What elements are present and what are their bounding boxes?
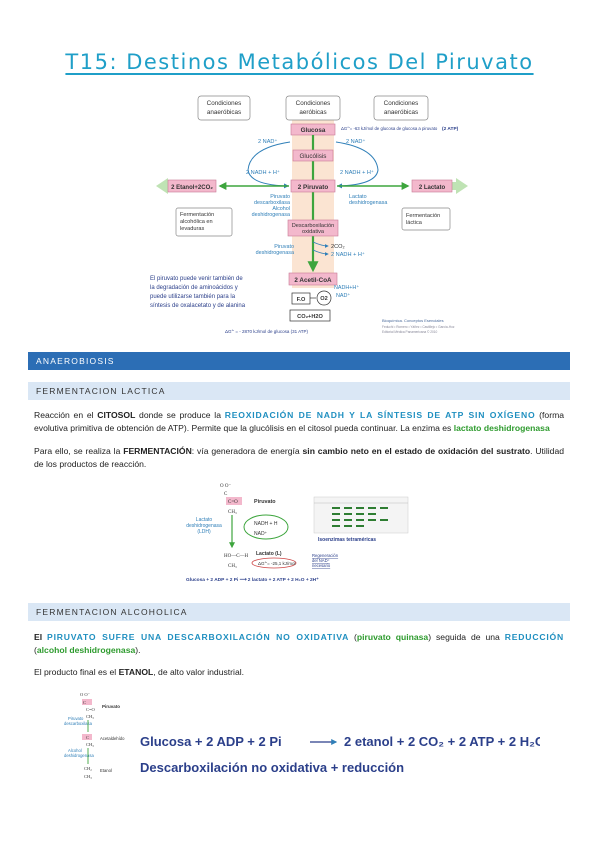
svg-text:C: C: [83, 700, 86, 705]
glucosa-label: Glucosa: [301, 127, 326, 134]
source-3: Editorial Médica Panamericana © 2010: [382, 330, 438, 334]
etanol-box: 2 Etanol+2CO₂: [171, 185, 213, 191]
cond-anaerobic-left-2: anaeróbicas: [207, 109, 241, 116]
d2-equation: Glucosa + 2 ADP + 2 Pi ⟶ 2 lactato + 2 A…: [186, 577, 319, 583]
d3-adh-2: deshidrogenasa: [64, 753, 94, 758]
pyruvate-fate-diagram: Condiciones anaeróbicas Condiciones aeró…: [150, 95, 468, 334]
page-title: T15: Destinos Metabólicos Del Piruvato: [65, 50, 534, 74]
note-4: síntesis de oxalacetato y de alanina: [150, 303, 246, 309]
nadh-ox: NADH+H⁺: [334, 285, 359, 291]
svg-text:HO—C—H: HO—C—H: [224, 554, 249, 559]
d3-etanol: Etanol: [100, 768, 112, 773]
lactate-fermentation-diagram: O O⁻ C C=O CH₃ Piruvato Lactato deshidro…: [186, 484, 409, 583]
cond-anaerobic-right-2: anaeróbicas: [384, 109, 418, 116]
svg-text:C: C: [224, 492, 228, 497]
nadh-right: 2 NADH + H⁺: [340, 169, 374, 176]
d2-regen-1: Regeneración: [312, 553, 339, 558]
enz-left-3: Alcohol: [272, 206, 290, 212]
paragraph-citosol: Reacción en el CITOSOL donde se produce …: [34, 410, 565, 433]
cond-anaerobic-right-1: Condiciones: [384, 100, 419, 107]
enz-left-2: descarboxilasa: [254, 200, 290, 206]
paragraph-descarboxilacion: El PIRUVATO SUFRE UNA DESCARBOXILACIÓN N…: [34, 632, 565, 655]
nadh-left: 2 NADH + H⁺: [246, 169, 280, 176]
cond-anaerobic-left-1: Condiciones: [207, 100, 242, 107]
ferm-alc-2: alcohólica en: [180, 219, 213, 225]
note-2: la degradación de aminoácidos y: [150, 285, 238, 291]
paragraph-etanol: El producto final es el ETANOL, de alto …: [34, 667, 245, 677]
co2h2o-label: CO₂+H2O: [297, 314, 323, 320]
descarb-2: oxidativa: [302, 229, 325, 235]
enz-left-4: deshidrogenasa: [252, 212, 290, 218]
d2-lactato: Lactato (L): [256, 551, 282, 557]
note-1: El piruvato puede venir también de: [150, 276, 243, 282]
eq2: Descarboxilación no oxidativa + reducció…: [140, 760, 404, 775]
nad-right: 2 NAD⁺: [346, 138, 365, 145]
section-fermentacion-alcoholica: FERMENTACION ALCOHOLICA: [28, 603, 570, 621]
d2-nad: NAD⁺: [254, 531, 268, 537]
nad-ox: NAD⁺: [336, 293, 350, 299]
eq1-right: 2 etanol + 2 CO₂ + 2 ATP + 2 H₂O: [344, 734, 540, 749]
d2-energy: ΔG°'= -25,1 kJ/mol: [258, 561, 296, 566]
d2-ldh-1: Lactato: [196, 517, 213, 523]
source-2: Feduchi • Romero • Yáñez • Castillejo • …: [382, 325, 455, 329]
pdh-2: deshidrogenasa: [256, 250, 294, 256]
svg-text:CH₃: CH₃: [228, 564, 237, 569]
enz-left-1: Piruvato: [270, 194, 290, 200]
svg-text:O O⁻: O O⁻: [80, 692, 91, 697]
paragraph-fermentacion: Para ello, se realiza la FERMENTACIÓN: v…: [34, 446, 564, 469]
d2-regen-3: necesario: [312, 563, 331, 568]
ferm-lac-2: láctica: [406, 220, 423, 226]
d3-pdc-2: descarboxilasa: [64, 721, 93, 726]
svg-text:CH₃: CH₃: [228, 510, 237, 515]
alcohol-fermentation-diagram: O O⁻ C C=O CH₃ Piruvato Piruvato descarb…: [64, 692, 540, 779]
d3-acet: Acetaldehído: [100, 736, 125, 741]
svg-text:C: C: [86, 735, 89, 740]
ferm-alc-1: Fermentación: [180, 212, 214, 218]
piruvato-box: 2 Piruvato: [298, 184, 329, 191]
fo-label: F.O: [297, 297, 306, 303]
bottom-energy: ΔG°' = - 2870 kJ/mol de glucosa (31 ATP): [225, 329, 308, 334]
ferm-alc-3: levaduras: [180, 226, 204, 232]
section-fermentacion-lactica: FERMENTACION LACTICA: [28, 382, 570, 400]
co2-label: 2CO₂: [331, 244, 345, 250]
nadh-center: 2 NADH + H⁺: [331, 251, 365, 258]
d2-ldh-2: deshidrogenasa: [186, 523, 222, 529]
svg-text:CH₃: CH₃: [86, 742, 94, 747]
svg-text:CH₃: CH₃: [84, 774, 92, 779]
section-anaerobiosis: ANAEROBIOSIS: [28, 352, 570, 370]
d2-nadh: NADH + H: [254, 521, 278, 527]
enz-right-2: deshidrogenasa: [349, 200, 387, 206]
glucolisis-label: Glucólisis: [300, 153, 327, 160]
o2-label: O2: [320, 296, 327, 302]
d2-regen-2: del NAD⁺: [312, 558, 330, 563]
glucosa-energy: ΔG°'= -63 kJ/mol de glucosa de glucosa a…: [341, 126, 438, 131]
cond-aerobic-2: aeróbicas: [299, 109, 326, 116]
cond-aerobic-1: Condiciones: [296, 100, 331, 107]
svg-text:CH₃: CH₃: [86, 714, 94, 719]
svg-text:C=O: C=O: [228, 500, 238, 505]
svg-text:CH₂: CH₂: [84, 766, 92, 771]
source-1: Bioquímica. Conceptos Esenciales: [382, 318, 444, 323]
svg-text:O O⁻: O O⁻: [220, 484, 231, 489]
d3-adh-1: Alcohol: [68, 748, 82, 753]
ferm-lac-1: Fermentación: [406, 213, 440, 219]
d3-pdc-1: Piruvato: [68, 716, 84, 721]
note-3: puede utilizarse también para la: [150, 294, 236, 300]
pdh-1: Piruvato: [274, 244, 294, 250]
descarb-1: Descarboxilación: [292, 223, 335, 229]
d2-piruvato: Piruvato: [254, 499, 276, 505]
d3-piruvato: Piruvato: [102, 704, 120, 709]
svg-text:C=O: C=O: [86, 707, 96, 712]
d2-ldh-3: (LDH): [197, 529, 211, 535]
lactato-box: 2 Lactato: [419, 185, 446, 191]
eq1-left: Glucosa + 2 ADP + 2 Pi: [140, 734, 282, 749]
d2-iso-label: Isoenzimas tetraméricas: [318, 537, 376, 543]
atp-label: (2 ATP): [442, 126, 459, 132]
nad-left: 2 NAD⁺: [258, 138, 277, 145]
enz-right-1: Lactato: [349, 194, 367, 200]
acetil-box: 2 Acetil-CoA: [294, 277, 332, 284]
